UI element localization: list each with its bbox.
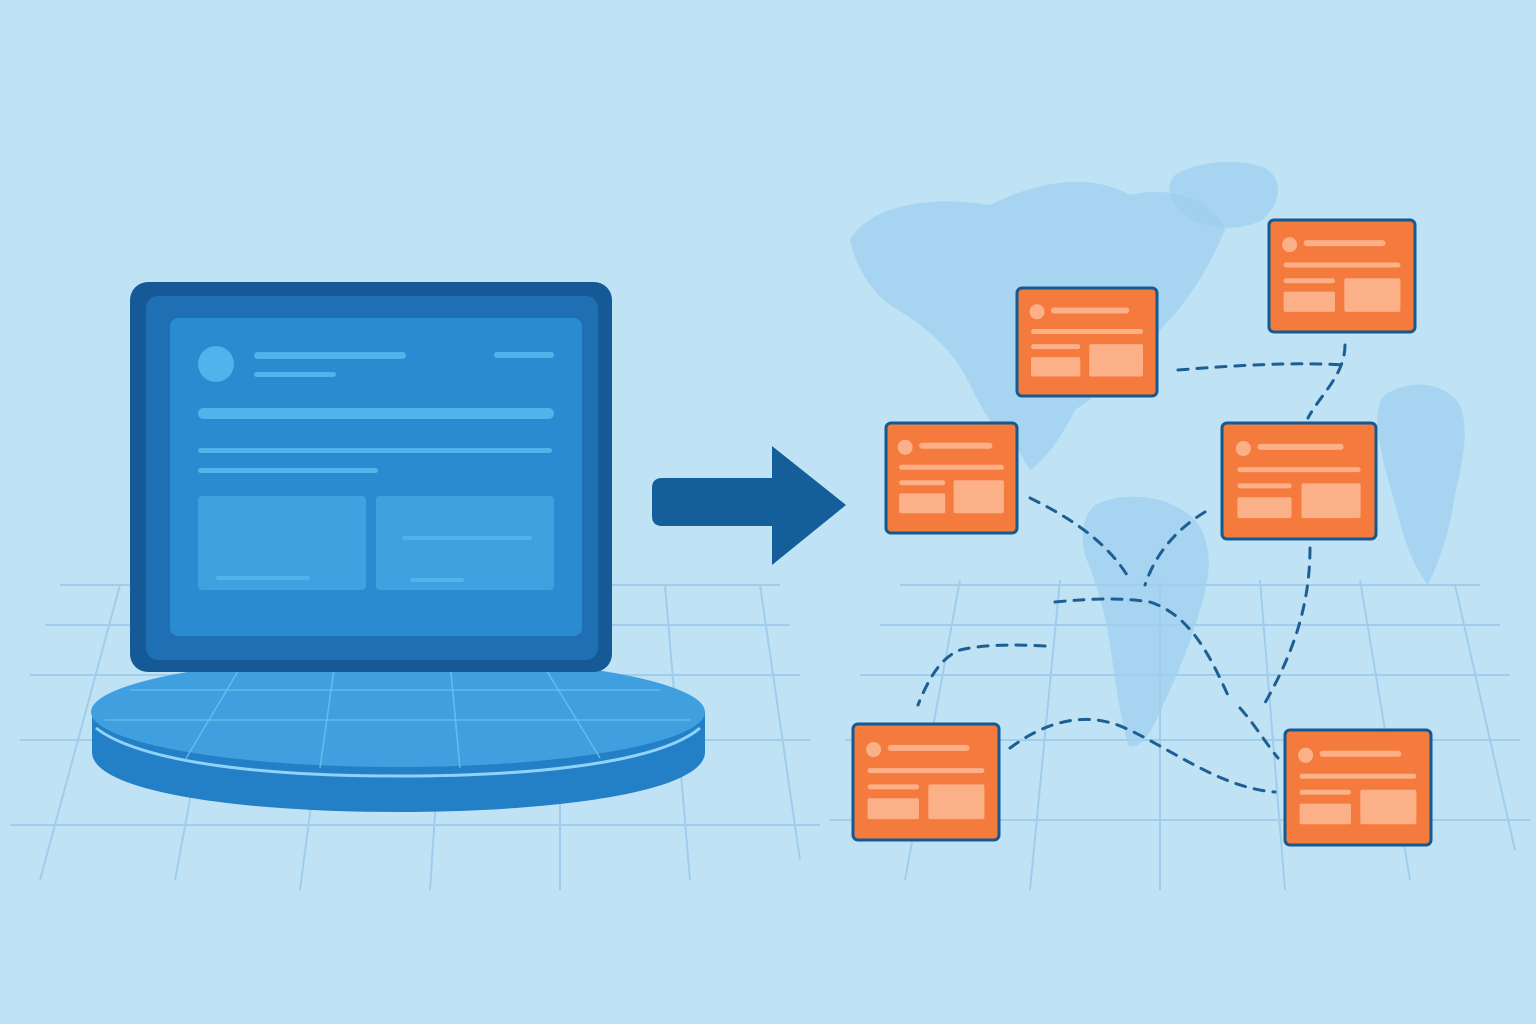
card-line bbox=[1257, 443, 1344, 450]
card-block bbox=[1089, 344, 1143, 377]
card-avatar bbox=[1298, 747, 1314, 763]
card-line bbox=[1051, 307, 1130, 314]
content-cards bbox=[851, 218, 1433, 847]
card-avatar bbox=[1029, 304, 1045, 320]
card-line bbox=[1303, 240, 1386, 247]
screen-panel-left bbox=[198, 496, 366, 590]
card-line bbox=[1299, 773, 1417, 779]
screen-line bbox=[254, 372, 336, 377]
map-continent-south-america bbox=[1082, 496, 1209, 747]
content-card-icon bbox=[1015, 286, 1159, 398]
card-block bbox=[1237, 497, 1292, 519]
card-line bbox=[899, 464, 1004, 470]
card-avatar bbox=[1235, 441, 1251, 457]
connector-line bbox=[1008, 717, 1277, 794]
card-avatar bbox=[1282, 237, 1298, 253]
content-card-icon bbox=[884, 421, 1019, 535]
platform-top bbox=[91, 657, 705, 767]
connector-line bbox=[1143, 510, 1207, 587]
screen-line bbox=[198, 448, 552, 453]
connector-line bbox=[1028, 496, 1132, 582]
card-block bbox=[1360, 789, 1417, 825]
grid-line bbox=[544, 667, 601, 759]
screen-line bbox=[494, 352, 554, 358]
grid-line bbox=[184, 667, 241, 761]
card-line bbox=[919, 442, 993, 449]
grid-line bbox=[1454, 584, 1516, 851]
card-line bbox=[899, 480, 946, 486]
screen-line bbox=[402, 536, 532, 540]
screen-line bbox=[198, 408, 554, 419]
content-card-icon bbox=[851, 722, 1001, 842]
grid-line bbox=[39, 584, 121, 881]
map-continent-greenland bbox=[1169, 161, 1278, 228]
card-line bbox=[1299, 789, 1351, 795]
connector-line bbox=[1053, 597, 1232, 702]
card-line bbox=[1319, 750, 1402, 757]
card-avatar bbox=[897, 439, 913, 455]
card-block bbox=[1301, 483, 1361, 519]
screen-line bbox=[216, 576, 310, 580]
screen-content bbox=[198, 346, 554, 590]
screen-line bbox=[410, 578, 464, 582]
tablet-device-icon bbox=[130, 282, 612, 672]
card-frame bbox=[1015, 286, 1159, 398]
content-card-icon bbox=[1220, 421, 1378, 541]
platform-disc bbox=[91, 657, 705, 812]
grid-line bbox=[449, 661, 461, 769]
connector-line bbox=[1260, 546, 1312, 710]
screen-panel-right bbox=[376, 496, 554, 590]
card-line bbox=[867, 768, 985, 774]
card-frame bbox=[851, 722, 1001, 842]
connector-line bbox=[1306, 343, 1347, 420]
screen-line bbox=[254, 352, 406, 359]
card-line bbox=[867, 784, 919, 790]
card-avatar bbox=[866, 742, 882, 758]
card-line bbox=[1283, 278, 1335, 284]
card-block bbox=[1283, 291, 1335, 312]
screen-line bbox=[198, 468, 378, 473]
card-line bbox=[1283, 262, 1401, 268]
card-line bbox=[887, 744, 970, 751]
screen-avatar bbox=[198, 346, 234, 382]
card-block bbox=[1344, 278, 1401, 312]
grid-line bbox=[759, 584, 801, 861]
card-block bbox=[928, 784, 985, 820]
platform-rim bbox=[95, 726, 701, 778]
connector-line bbox=[1238, 706, 1280, 760]
right-arrow-icon bbox=[652, 446, 846, 565]
card-frame bbox=[1267, 218, 1417, 334]
card-frame bbox=[1283, 728, 1433, 847]
card-line bbox=[1237, 483, 1292, 489]
card-frame bbox=[1220, 421, 1378, 541]
connector-line bbox=[916, 643, 1047, 707]
grid-line bbox=[1029, 579, 1061, 891]
card-block bbox=[867, 798, 919, 820]
card-line bbox=[1031, 329, 1143, 335]
map-continent-africa bbox=[1377, 384, 1465, 585]
card-frame bbox=[884, 421, 1019, 535]
card-line bbox=[1031, 344, 1081, 350]
card-block bbox=[1299, 803, 1351, 825]
platform-grid bbox=[105, 661, 690, 769]
content-card-icon bbox=[1283, 728, 1433, 847]
grid-line bbox=[319, 661, 336, 769]
grid-line bbox=[1259, 579, 1286, 891]
card-block bbox=[953, 480, 1004, 514]
content-card-icon bbox=[1267, 218, 1417, 334]
connector-lines bbox=[916, 343, 1347, 794]
card-block bbox=[899, 493, 946, 514]
card-block bbox=[1031, 357, 1081, 377]
card-line bbox=[1237, 467, 1361, 473]
connector-line bbox=[1176, 362, 1347, 372]
